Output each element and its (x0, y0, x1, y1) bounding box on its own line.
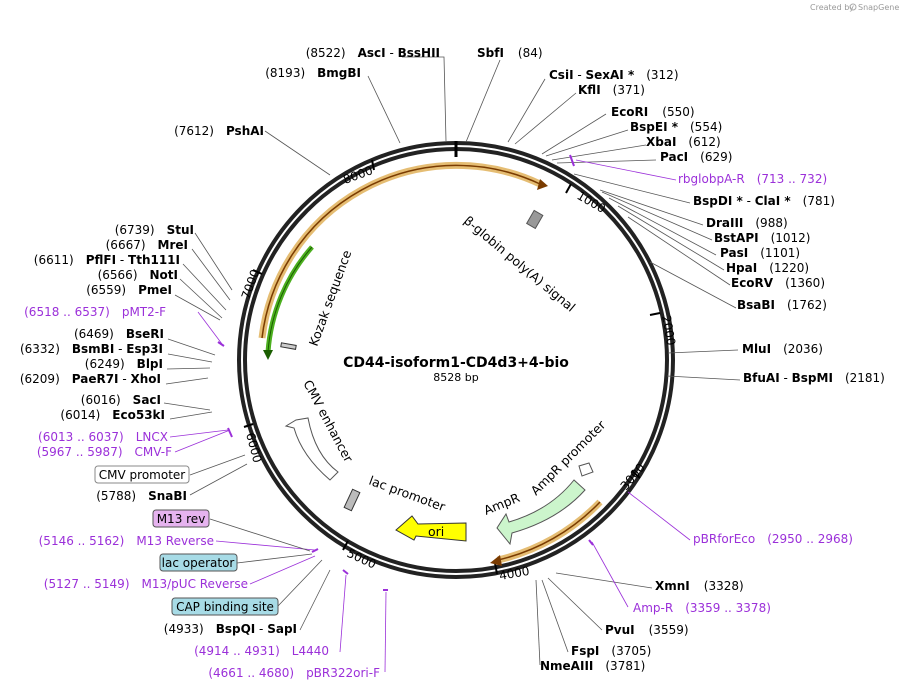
enzyme-label: FspI(3705) (571, 644, 651, 658)
enzyme-label: (8522)AscI - BssHII (306, 46, 440, 60)
primer-label: (4914 .. 4931)L4440 (194, 644, 329, 658)
enzyme-labels-left: (8522)AscI - BssHII (8193)BmgBI (7612)Ps… (20, 46, 440, 636)
betaglobin-feature (525, 209, 544, 230)
enzyme-label: BsaBI(1762) (737, 298, 827, 312)
lac-operator-box (159, 553, 238, 572)
tick-label-2000: 2000 (659, 314, 678, 347)
enzyme-label: XmnI(3328) (655, 579, 744, 593)
enzyme-label: MluI(2036) (742, 342, 823, 356)
feature-ampr-promoter: AmpR promoter (528, 417, 609, 498)
enzyme-label: (5788)SnaBI (96, 489, 187, 503)
feature-ampr: AmpR (482, 490, 523, 518)
boxed-label-cmv-promoter: CMV promoter (99, 468, 186, 482)
primer-label: (6518 .. 6537)pMT2-F (24, 305, 166, 319)
enzyme-label: PvuI(3559) (605, 623, 689, 637)
enzyme-label: CsiI - SexAI *(312) (549, 68, 679, 82)
primer-label: pBRforEco(2950 .. 2968) (693, 532, 853, 546)
boxed-label-cap-binding: CAP binding site (176, 600, 274, 614)
m13-rev-box (152, 509, 210, 528)
enzyme-label: (6611)PflFI - Tth111I (34, 253, 180, 267)
enzyme-label: BspEI *(554) (630, 120, 722, 134)
cmv-promoter-box (94, 465, 190, 484)
credit-text: Created by (810, 3, 854, 12)
enzyme-label: SbfI(84) (477, 46, 543, 60)
enzyme-label: (6209)PaeR7I - XhoI (20, 372, 161, 386)
ampr-arrow (496, 479, 586, 546)
enzyme-label: DraIII(988) (706, 216, 788, 230)
enzyme-label: HpaI(1220) (726, 261, 809, 275)
enzyme-label: BspDI * - ClaI *(781) (693, 194, 835, 208)
feature-betaglobin: β-globin poly(A) signal (461, 213, 578, 315)
kozak-feature (280, 342, 297, 350)
enzyme-label: XbaI(612) (646, 135, 721, 149)
primer-label: rbglobpA-R(713 .. 732) (678, 172, 827, 186)
enzyme-labels-right: SbfI(84) CsiI - SexAI *(312) KflI(371) E… (477, 46, 885, 673)
feature-lac-promoter: lac promoter (367, 473, 448, 515)
primer-label: (5146 .. 5162)M13 Reverse (39, 534, 214, 548)
enzyme-label: (6667)MreI (106, 238, 188, 252)
enzyme-label: PasI(1101) (720, 246, 800, 260)
primer-label: (4661 .. 4680)pBR322ori-F (208, 666, 380, 680)
cap-binding-box (171, 597, 279, 616)
enzyme-label: (4933)BspQI - SapI (164, 622, 297, 636)
cmv-enhancer-arrow (284, 417, 339, 481)
enzyme-label: PacI(629) (660, 150, 732, 164)
primer-label: Amp-R(3359 .. 3378) (633, 601, 771, 615)
orf-arrowhead-top (537, 179, 548, 190)
enzyme-label: (6566)NotI (98, 268, 178, 282)
lac-feature-box (343, 488, 361, 512)
enzyme-label: (6014)Eco53kI (60, 408, 165, 422)
tick-label-4000: 4000 (498, 564, 531, 583)
enzyme-leaders (163, 56, 741, 666)
enzyme-label: KflI(371) (578, 83, 645, 97)
ampr-promoter-arrow (578, 462, 594, 477)
enzyme-label: BfuAI - BspMI(2181) (743, 371, 885, 385)
enzyme-label: BstAPI(1012) (714, 231, 810, 245)
primer-label: (6013 .. 6037)LNCX (38, 430, 168, 444)
primer-label: (5127 .. 5149)M13/pUC Reverse (44, 577, 248, 591)
enzyme-label: (8193)BmgBI (265, 66, 361, 80)
boxed-label-m13-rev: M13 rev (157, 512, 206, 526)
ori-arrow (395, 515, 467, 542)
enzyme-label: (7612)PshAI (174, 124, 264, 138)
feature-kozak: Kozak sequence (306, 248, 355, 348)
enzyme-label: (6739)StuI (115, 223, 194, 237)
boxed-label-lac-operator: lac operator (162, 556, 235, 570)
enzyme-label: (6559)PmeI (86, 283, 172, 297)
primer-leaders (169, 154, 691, 673)
boxed-labels: CMV promoter M13 rev lac operator CAP bi… (94, 465, 279, 616)
green-arrowhead (263, 350, 273, 360)
primer-labels: rbglobpA-R(713 .. 732) pBRforEco(2950 ..… (24, 172, 853, 680)
enzyme-label: (6332)BsmBI - Esp3I (20, 342, 163, 356)
enzyme-label: NmeAIII(3781) (540, 659, 645, 673)
enzyme-label: (6016)SacI (81, 393, 161, 407)
plasmid-length: 8528 bp (433, 371, 478, 384)
enzyme-label: (6249)BlpI (85, 357, 163, 371)
feature-ori: ori (428, 524, 444, 539)
orf-arrowhead-bottom (490, 555, 502, 566)
snapgene-logo-icon (849, 3, 857, 11)
plasmid-name: CD44-isoform1-CD4d3+4-bio (343, 355, 569, 371)
enzyme-label: (6469)BseRI (74, 327, 164, 341)
credit-brand: SnapGene (858, 3, 899, 12)
enzyme-label: EcoRI(550) (611, 105, 695, 119)
primer-label: (5967 .. 5987)CMV-F (37, 445, 172, 459)
backbone (237, 141, 675, 579)
enzyme-label: EcoRV(1360) (731, 276, 825, 290)
